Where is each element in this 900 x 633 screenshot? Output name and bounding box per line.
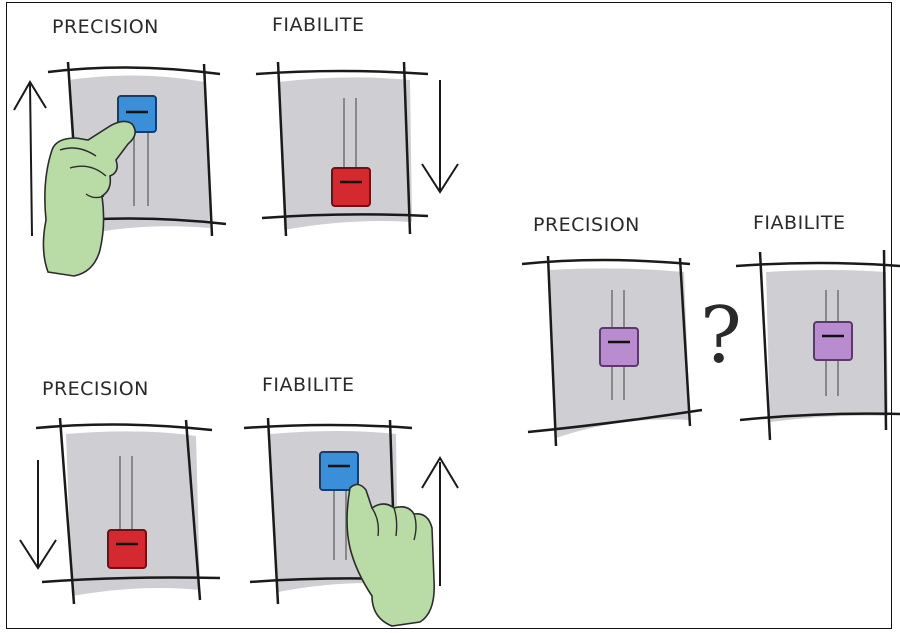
panel-fiabilite-top-left — [255, 61, 429, 237]
arrow-down-icon — [19, 460, 57, 570]
arrow-up-icon — [421, 456, 459, 586]
label-fiabilite-right: FIABILITE — [753, 212, 846, 234]
slider-knob-red — [107, 529, 147, 569]
question-mark: ? — [700, 291, 742, 381]
pointing-hand-icon — [346, 483, 436, 627]
label-precision-right: PRECISION — [533, 214, 640, 236]
pointing-hand-icon — [42, 120, 136, 277]
arrow-up-icon — [13, 80, 47, 237]
panel-fiabilite-right — [735, 249, 900, 441]
slider-knob-blue — [319, 451, 359, 491]
label-precision-bottom-left: PRECISION — [42, 378, 149, 400]
label-fiabilite-bottom-left: FIABILITE — [262, 374, 355, 396]
slider-knob-purple — [599, 327, 639, 367]
label-fiabilite-top-left: FIABILITE — [272, 14, 365, 36]
arrow-down-icon — [421, 80, 459, 194]
label-precision-top-left: PRECISION — [52, 16, 159, 38]
panel-precision-right — [521, 255, 703, 447]
panel-precision-bottom-left — [35, 417, 221, 605]
slider-knob-purple — [813, 321, 853, 361]
slider-knob-red — [331, 167, 371, 207]
